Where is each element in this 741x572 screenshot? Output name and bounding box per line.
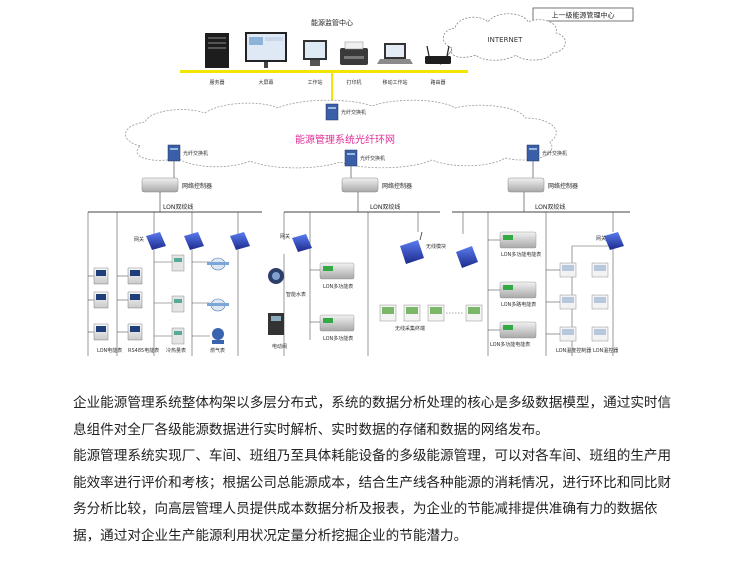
left-label-3: 燃气表 (210, 347, 225, 354)
lon-label-mid: LON双绞线 (370, 203, 400, 211)
workstation-device: 工作站 (303, 40, 327, 86)
internet-cloud: INTERNET (442, 13, 566, 61)
upper-center-box (532, 7, 634, 22)
device-label-big-screen: 大屏幕 (258, 79, 273, 86)
controller-label-mid: 网络控制器 (382, 182, 412, 190)
right-devices (499, 231, 609, 342)
mid-label-3: 电动阀 (272, 343, 287, 350)
wireless-module (400, 231, 424, 264)
gateway-left-1 (146, 232, 166, 250)
gateway-left-3 (230, 232, 250, 250)
left-label-0: LON电能表 (97, 347, 122, 354)
right-label-1: LON多路电能表 (501, 301, 536, 308)
mid-label-4: 无线采集终端 (395, 325, 425, 332)
right-group-lines (462, 212, 614, 356)
right-label-3: LON温度控制器 (556, 347, 591, 354)
gateway-left-label: 网关 (134, 236, 144, 243)
left-meters (93, 254, 229, 345)
gateway-right-1 (456, 246, 478, 268)
mid-label-2: LON多功能表 (323, 335, 353, 342)
description-text: 企业能源管理系统整体构架以多层分布式，系统的数据分析处理的核心是多级数据模型，通… (73, 390, 673, 549)
left-label-2: 冷热量表 (166, 347, 186, 354)
mid-devices (268, 262, 483, 335)
gateway-left-2 (184, 232, 204, 250)
device-label-printer: 打印机 (346, 79, 361, 86)
fiber-ring-title: 能源管理系统光纤环网 (295, 133, 395, 146)
fiber-switch-right: 光纤交换机 (526, 144, 567, 162)
paragraph-1: 企业能源管理系统整体构架以多层分布式，系统的数据分析处理的核心是多级数据模型，通… (73, 395, 672, 438)
printer-device: 打印机 (340, 41, 368, 86)
controller-label-right: 网络控制器 (548, 182, 578, 190)
router-device: 路由器 (425, 45, 451, 86)
fiber-switch-label-right: 光纤交换机 (542, 150, 567, 157)
network-controller-mid: 网络控制器 (341, 166, 412, 212)
fiber-switch-label-top: 光纤交换机 (341, 109, 366, 116)
gateway-right-2 (604, 232, 624, 250)
upper-center-label: 上一级能源管理中心 (552, 11, 615, 20)
laptop-device: 移动工作站 (377, 43, 413, 86)
controller-label-left: 网络控制器 (182, 182, 212, 190)
mid-label-1: LON多功能表 (323, 283, 353, 290)
right-label-4: LON温控器 (593, 347, 618, 354)
fiber-switch-label-mid: 光纤交换机 (360, 155, 385, 162)
yellow-bus (180, 70, 468, 73)
left-label-1: RS485电能表 (128, 347, 159, 354)
network-controller-left: 网络控制器 (141, 161, 212, 212)
device-label-workstation: 工作站 (307, 79, 322, 86)
gateway-right-label: 网关 (596, 235, 606, 242)
energy-center-label: 能源监管中心 (311, 18, 353, 27)
lon-label-left: LON双绞线 (163, 203, 193, 211)
server-device: 服务器 (205, 33, 229, 86)
device-label-server: 服务器 (209, 79, 224, 86)
network-controller-right: 网络控制器 (507, 161, 578, 212)
right-label-0: LON多功能电能表 (501, 251, 541, 258)
mid-label-0: 智能水表 (286, 291, 306, 298)
fiber-switch-top: 光纤交换机 (325, 103, 366, 121)
big-screen-device: 大屏幕 (245, 32, 287, 86)
internet-label: INTERNET (488, 36, 524, 44)
right-label-2: LON多功能电能表 (490, 341, 530, 348)
device-label-router: 路由器 (430, 79, 445, 86)
wireless-module-label: 无线模块 (426, 243, 446, 250)
gateway-mid (292, 234, 312, 252)
gateway-mid-label: 网关 (280, 233, 290, 240)
device-label-laptop: 移动工作站 (382, 79, 407, 86)
network-architecture-diagram: 上一级能源管理中心 INTERNET 能源监管中心 服务器 大屏幕 工作站 (87, 7, 634, 356)
paragraph-2: 能源管理系统实现厂、车间、班组乃至具体耗能设备的多级能源管理，可以对各车间、班组… (73, 448, 672, 544)
lon-label-right: LON双绞线 (535, 203, 565, 211)
fiber-switch-mid: 光纤交换机 (344, 149, 385, 167)
fiber-switch-label-left: 光纤交换机 (183, 150, 208, 157)
fiber-ring-cloud: 能源管理系统光纤环网 (125, 99, 557, 169)
